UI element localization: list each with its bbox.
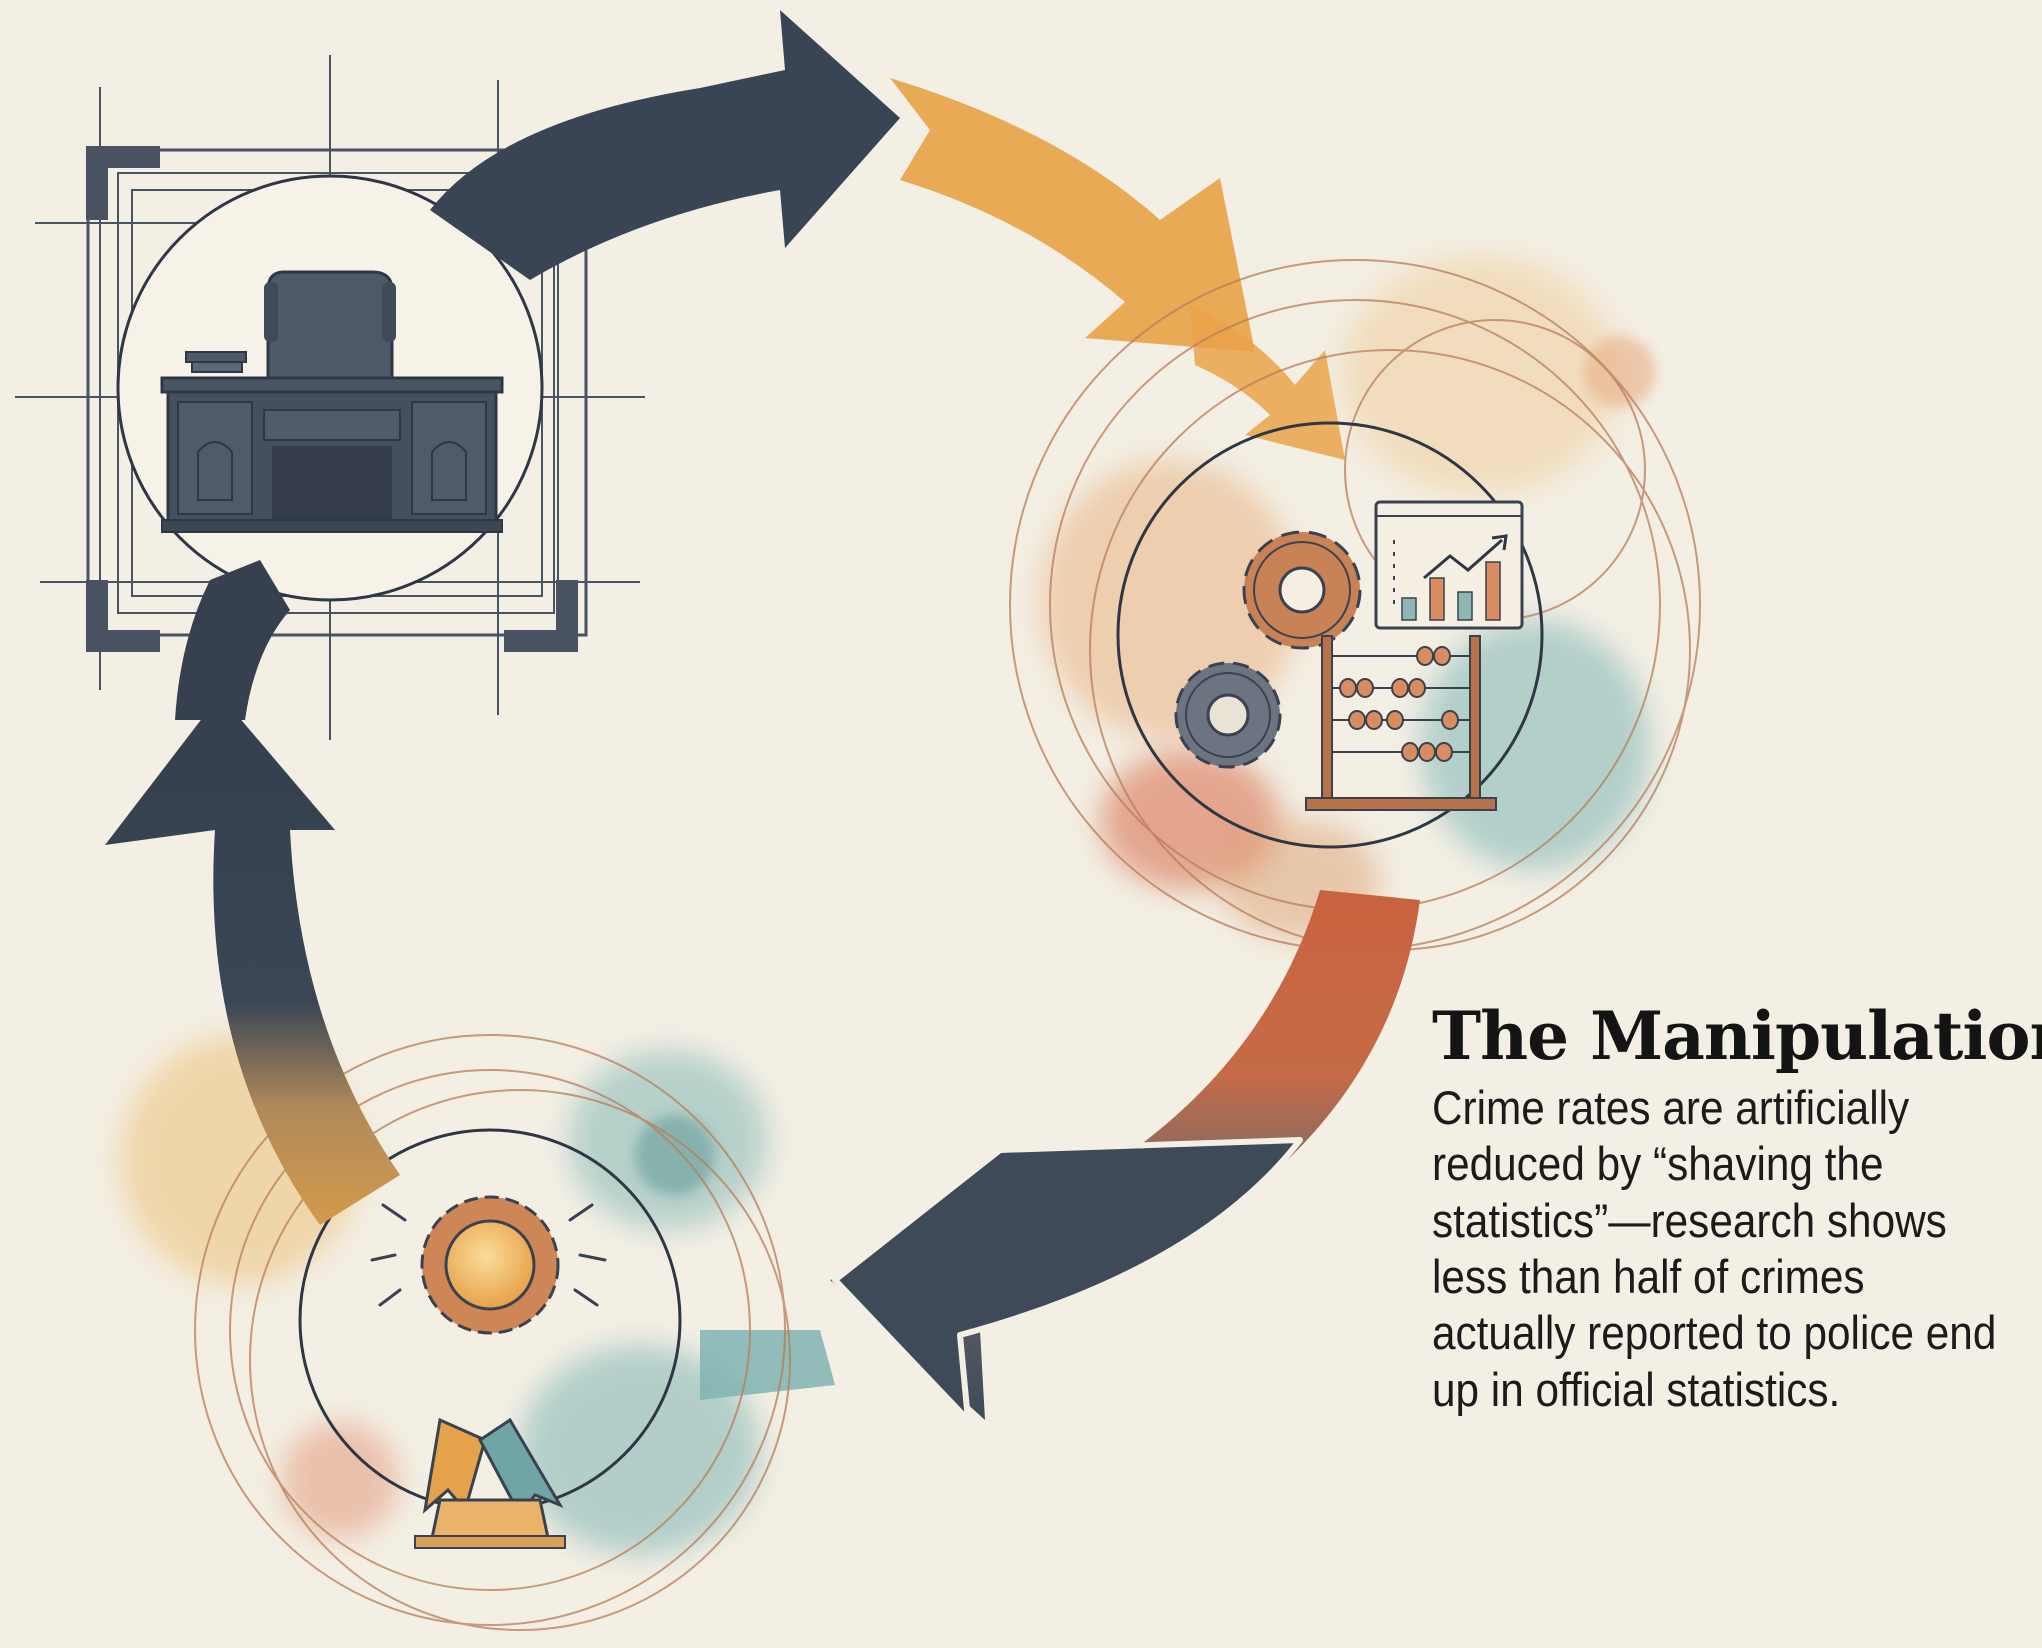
arrow-award-to-desk: [105, 695, 400, 1225]
award-ribbon-icon: [370, 1195, 607, 1549]
caption: The Manipulation Crime rates are artific…: [1432, 997, 2042, 1418]
caption-title: The Manipulation: [1432, 997, 2042, 1075]
arrow-statistics-to-award-head: [832, 1137, 1303, 1423]
gears-chart-abacus-icon: [1174, 500, 1524, 811]
caption-body: Crime rates are artificially reduced by …: [1432, 1080, 1997, 1416]
arrow-award-to-desk-upper: [175, 560, 290, 720]
statistics-node: [1116, 421, 1544, 849]
arrow-desk-to-statistics-part2: [890, 78, 1255, 352]
award-rings: [194, 1034, 791, 1631]
desk-frame-corners: [86, 146, 578, 652]
arrow-teal-tail: [700, 1330, 835, 1400]
executive-desk-icon: [160, 270, 504, 533]
arrow-desk-to-statistics-part1: [430, 10, 900, 280]
arrow-desk-to-statistics-part3: [1190, 305, 1345, 460]
